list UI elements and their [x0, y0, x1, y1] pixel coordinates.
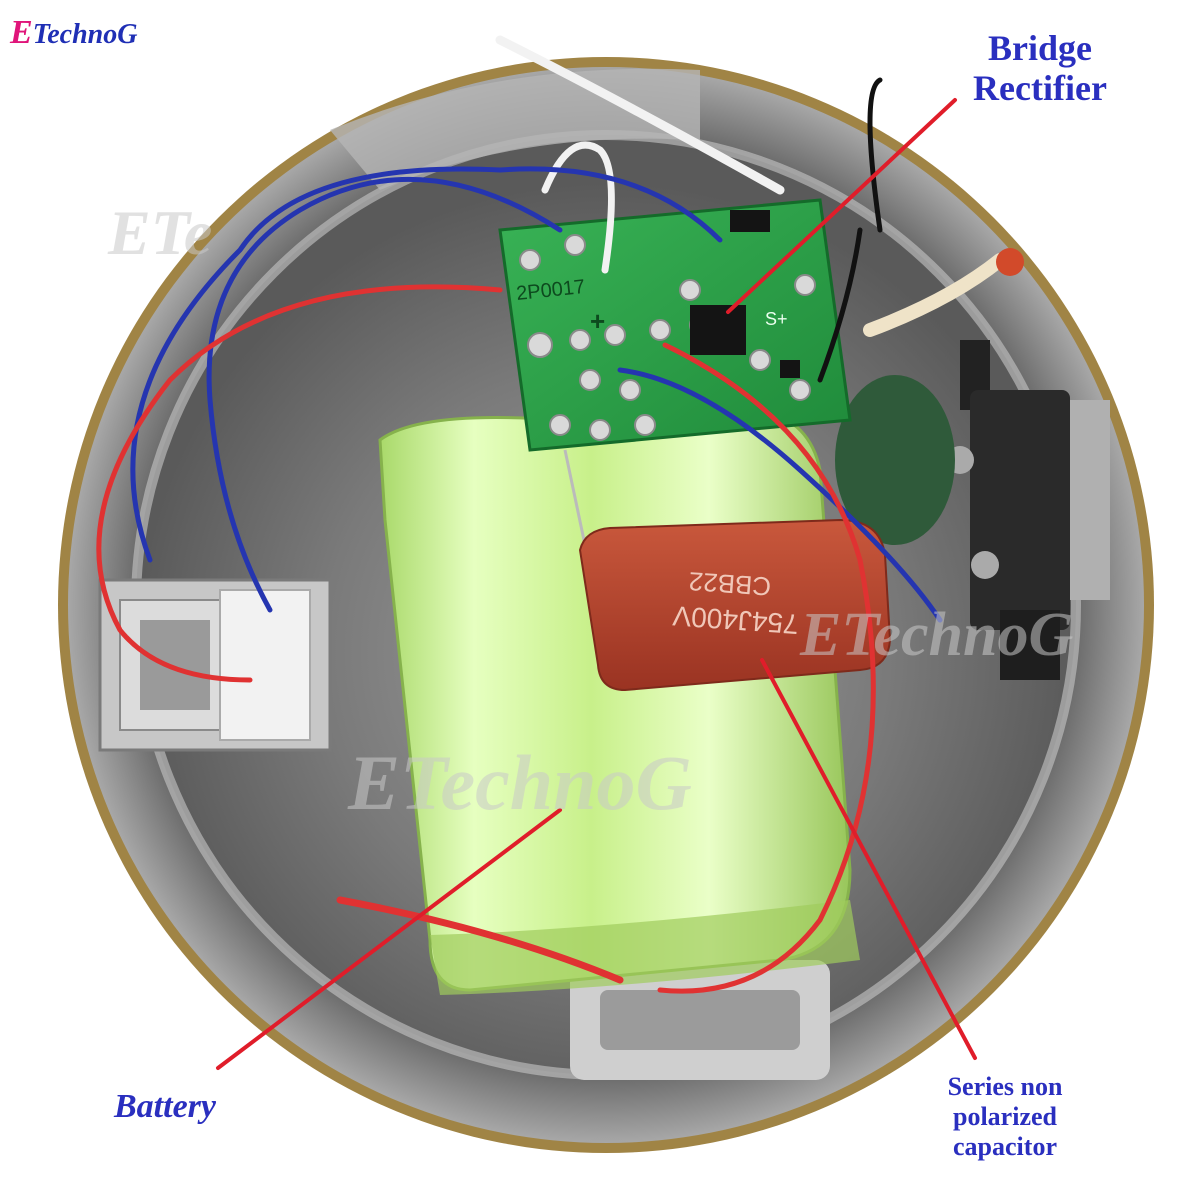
watermark-center: ETechnoG: [348, 739, 692, 826]
cap-label-line2: polarized: [953, 1102, 1057, 1131]
pcb-board: 2P0017 + S+: [498, 198, 852, 452]
push-switch: [946, 340, 1110, 680]
bridge-rectifier-chip: [690, 305, 746, 355]
pointer-bridge-rectifier: [726, 98, 957, 314]
watermark-top: ETe: [108, 197, 213, 268]
cap-label-line1: Series non: [947, 1072, 1063, 1101]
battery-pack: [378, 408, 860, 995]
bridge-label-line2: Rectifier: [973, 68, 1107, 108]
wires: [96, 35, 1024, 994]
pointer-capacitor: [760, 658, 977, 1060]
capacitor-label: Series non polarized capacitor: [940, 1072, 1070, 1162]
pcb-s-plus: S+: [765, 309, 788, 329]
cap-label-line3: capacitor: [953, 1132, 1057, 1161]
pointer-battery: [216, 808, 562, 1070]
battery-label: Battery: [114, 1088, 216, 1125]
pointer-lines: [216, 98, 977, 1070]
usb-connector: [98, 578, 332, 752]
capacitor-model: CBB22: [688, 566, 772, 602]
logo-initial: E: [10, 14, 33, 51]
logo-text: TechnoG: [32, 19, 138, 50]
watermark-right: ETechnoG: [800, 601, 1074, 669]
capacitor: 754J400V CBB22: [563, 449, 892, 692]
disc-component: [835, 375, 955, 545]
bridge-rectifier-label: Bridge Rectifier: [930, 28, 1150, 108]
pcb-plus-mark: +: [590, 306, 605, 336]
site-logo: ETechnoG: [10, 14, 137, 52]
bridge-label-line1: Bridge: [988, 28, 1092, 68]
